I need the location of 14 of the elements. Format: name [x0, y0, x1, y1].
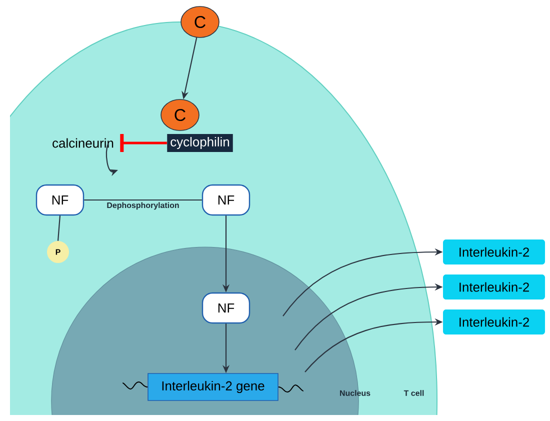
connector-line	[57, 216, 61, 241]
gene-box: Interleukin-2 gene	[148, 373, 278, 401]
oval-node: C	[180, 6, 220, 38]
inhibition-arrow	[120, 134, 167, 152]
connector-line	[84, 199, 202, 201]
protein-box: Interleukin-2	[443, 274, 545, 300]
protein-box: Interleukin-2	[443, 310, 545, 334]
protein-box: cyclophilin	[167, 134, 233, 152]
protein-box: NF	[202, 292, 250, 324]
protein-box: NF	[36, 184, 84, 216]
protein-box: NF	[202, 184, 250, 216]
protein-label: calcineurin	[52, 138, 114, 148]
oval-node: C	[160, 99, 200, 131]
protein-box: Interleukin-2	[443, 240, 545, 264]
